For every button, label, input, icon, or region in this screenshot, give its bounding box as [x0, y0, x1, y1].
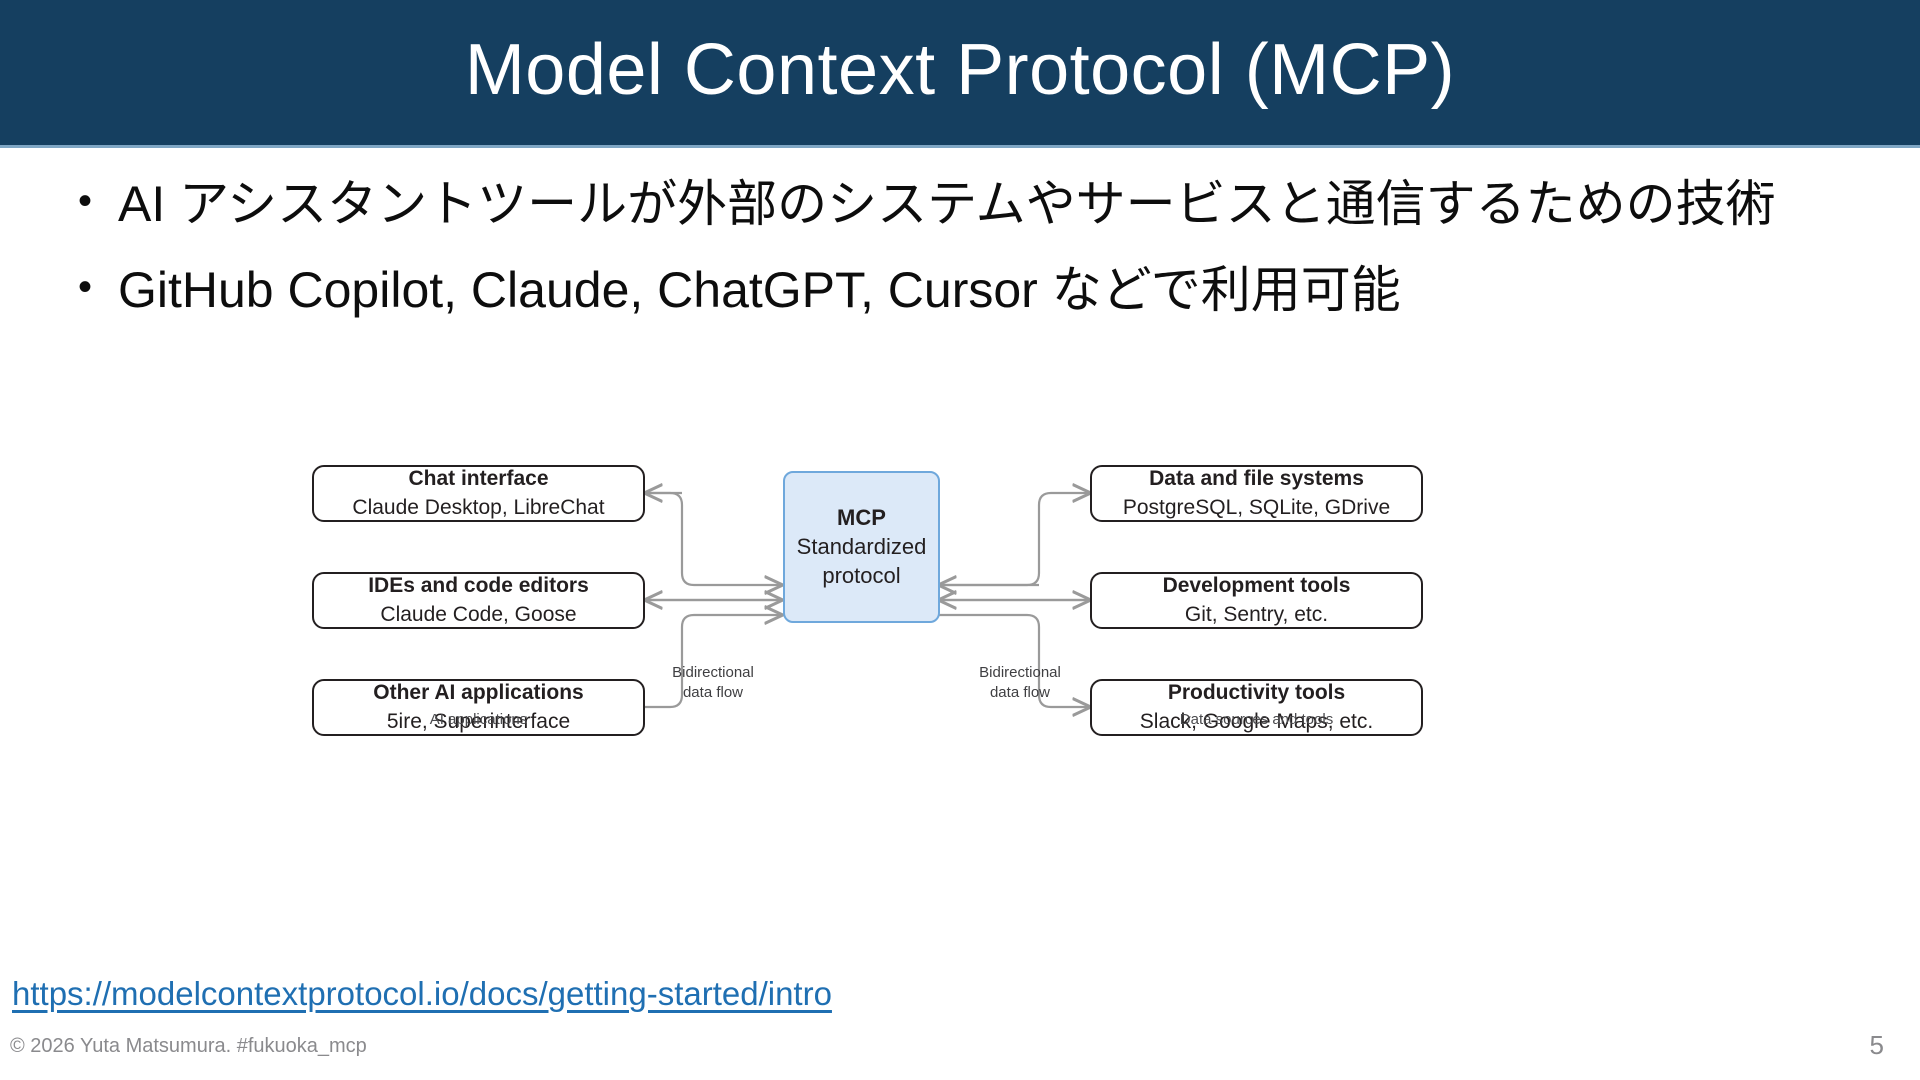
node-subtitle: Slack, Google Maps, etc.: [1139, 709, 1374, 733]
node-subtitle: Standardized protocol: [796, 534, 927, 588]
title-accent-line: [0, 145, 1920, 148]
bullet-item-2: • GitHub Copilot, Claude, ChatGPT, Curso…: [78, 258, 1878, 322]
flow-label-right-line1: Bidirectional: [979, 664, 1061, 681]
node-title: Data and file systems: [1149, 466, 1364, 490]
caption-data-sources-and-tools: Data sources and tools: [1179, 711, 1334, 728]
bullet-text-1: AI アシスタントツールが外部のシステムやサービスと通信するための技術: [118, 176, 1776, 232]
node-ides-and-code-editors[interactable]: IDEs and code editors Claude Code, Goose: [312, 572, 645, 629]
node-chat-interface[interactable]: Chat interface Claude Desktop, LibreChat: [312, 465, 645, 522]
bullet-item-1: • AI アシスタントツールが外部のシステムやサービスと通信するための技術: [78, 172, 1878, 236]
node-development-tools[interactable]: Development tools Git, Sentry, etc.: [1090, 572, 1423, 629]
bullet-text-2: GitHub Copilot, Claude, ChatGPT, Cursor …: [118, 262, 1401, 318]
node-title: IDEs and code editors: [368, 573, 589, 597]
title-band: Model Context Protocol (MCP): [0, 0, 1920, 148]
flow-label-left-line1: Bidirectional: [672, 664, 754, 681]
page-title: Model Context Protocol (MCP): [464, 30, 1456, 110]
caption-ai-applications: AI applications: [429, 711, 528, 728]
connector-arrows: [300, 455, 1630, 925]
bullet-marker-icon: •: [78, 179, 93, 223]
node-other-ai-applications[interactable]: Other AI applications 5ire, Superinterfa…: [312, 679, 645, 736]
mcp-architecture-diagram: Chat interface Claude Desktop, LibreChat…: [300, 455, 1630, 915]
bullet-list: • AI アシスタントツールが外部のシステムやサービスと通信するための技術 • …: [78, 172, 1878, 344]
flow-label-left-line2: data flow: [682, 684, 744, 702]
bullet-marker-icon: •: [78, 265, 93, 309]
flow-label-right-line2: data flow: [989, 684, 1051, 702]
node-data-and-file-systems[interactable]: Data and file systems PostgreSQL, SQLite…: [1090, 465, 1423, 522]
node-title: Other AI applications: [373, 680, 584, 704]
flow-label-left: Bidirectional data flow: [628, 663, 798, 704]
node-title: Productivity tools: [1167, 680, 1346, 704]
copyright-text: © 2026 Yuta Matsumura. #fukuoka_mcp: [10, 1035, 367, 1057]
node-productivity-tools[interactable]: Productivity tools Slack, Google Maps, e…: [1090, 679, 1423, 736]
node-subtitle: Claude Code, Goose: [380, 602, 577, 626]
node-subtitle: PostgreSQL, SQLite, GDrive: [1122, 495, 1391, 519]
page-number: 5: [1869, 1030, 1884, 1060]
node-title: MCP: [837, 504, 886, 530]
node-subtitle: 5ire, Superinterface: [386, 709, 571, 733]
node-subtitle: Claude Desktop, LibreChat: [352, 495, 605, 519]
node-title: Chat interface: [408, 466, 549, 490]
node-subtitle: Git, Sentry, etc.: [1184, 602, 1329, 626]
node-title: Development tools: [1162, 573, 1351, 597]
source-url-link[interactable]: https://modelcontextprotocol.io/docs/get…: [12, 975, 832, 1012]
flow-label-right: Bidirectional data flow: [935, 663, 1105, 704]
node-mcp-center[interactable]: MCP Standardized protocol: [783, 471, 940, 623]
